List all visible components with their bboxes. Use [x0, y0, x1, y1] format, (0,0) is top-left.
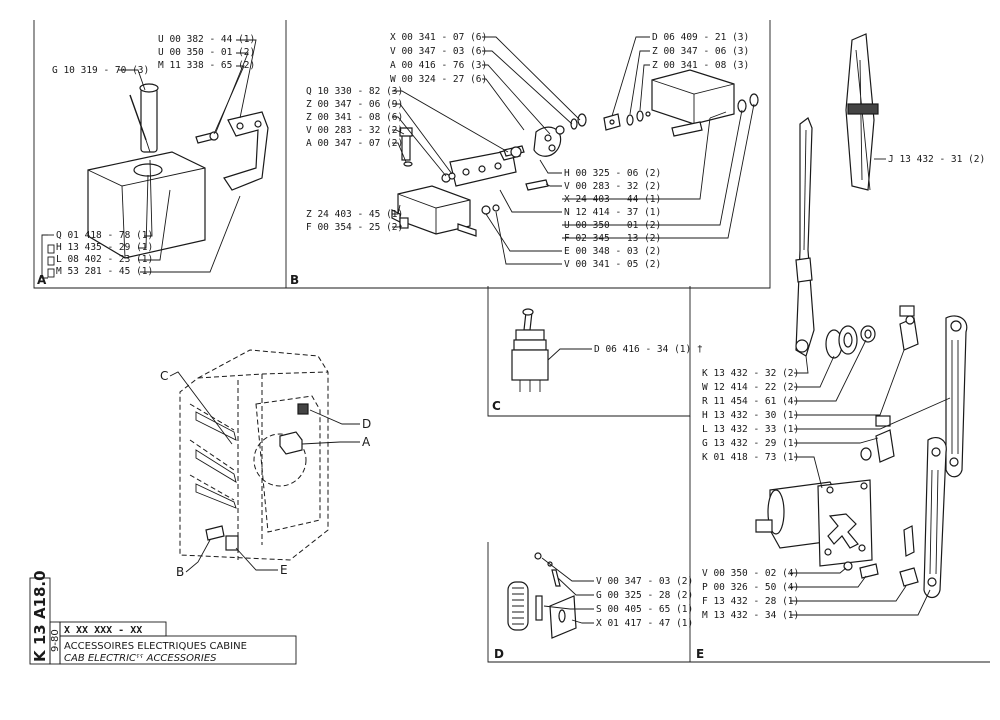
wiper-blade: [845, 33, 879, 191]
panel-frames: [33, 20, 990, 663]
label: Z 24 403 - 45 (1): [306, 209, 403, 220]
label: Z 00 341 - 08 (3): [652, 60, 749, 71]
callout-b: B: [176, 565, 184, 579]
panel-b: B: [290, 32, 759, 287]
label: V 00 347 - 03 (6): [390, 46, 487, 57]
mounting-bracket: [195, 111, 269, 191]
label: M 11 338 - 65 (2): [158, 60, 255, 71]
wiper-pivot: [860, 305, 968, 599]
label: V 00 283 - 32 (2): [306, 125, 403, 136]
label: A 00 347 - 07 (2): [306, 138, 403, 149]
label: V 00 350 - 02 (4): [702, 568, 799, 579]
label: U 00 350 - 01 (2): [564, 220, 661, 231]
panel-c-letter: C: [492, 399, 501, 413]
panel-b-letter: B: [290, 273, 299, 287]
drawing-date: 9-80: [50, 629, 61, 652]
switch-housing-right: [603, 69, 759, 137]
title-french: ACCESSOIRES ELECTRIQUES CABINE: [64, 641, 247, 652]
label: U 00 350 - 01 (2): [158, 47, 255, 58]
label: G 10 319 - 70 (3): [52, 65, 149, 76]
panel-d: D V 00 347 - 03 (2) G 00 325 - 28 (2) S …: [494, 552, 693, 661]
label: K 01 418 - 73 (1): [702, 452, 799, 463]
label: H 13 435 - 29 (1): [56, 242, 153, 253]
label: W 00 324 - 27 (6): [390, 74, 487, 85]
wiper-motor: [755, 479, 873, 567]
label: A 00 416 - 76 (3): [390, 60, 487, 71]
label: Z 00 347 - 06 (9): [306, 99, 403, 110]
motor-fasteners: [843, 525, 919, 587]
label: H 13 432 - 30 (1): [702, 410, 799, 421]
label: N 12 414 - 37 (1): [564, 207, 661, 218]
label: Q 01 418 - 78 (1): [56, 230, 153, 241]
label: V 00 347 - 03 (2): [596, 576, 693, 587]
reference-number: X XX XXX - XX: [64, 625, 142, 636]
drawing-code: K 13 A18.0: [31, 570, 49, 662]
label: L 08 402 - 23 (1): [56, 254, 153, 265]
callout-d: D: [362, 417, 371, 431]
label: U 00 382 - 44 (1): [158, 34, 255, 45]
label: D 06 416 - 34 (1) †: [594, 344, 703, 355]
switch-housing-left: [391, 127, 549, 237]
label: Z 00 347 - 06 (3): [652, 46, 749, 57]
title-english: CAB ELECTRICˁˁ ACCESSORIES: [64, 652, 217, 664]
label: E 00 348 - 03 (2): [564, 246, 661, 257]
label: M 13 432 - 34 (1): [702, 610, 799, 621]
label: F 13 432 - 28 (1): [702, 596, 799, 607]
callout-e: E: [280, 563, 288, 577]
label: F 02 345 - 13 (2): [564, 233, 661, 244]
switch-bracket: [507, 552, 577, 639]
cab-outline: [179, 349, 329, 561]
label: X 24 403 - 44 (1): [564, 194, 661, 205]
label: P 00 326 - 50 (4): [702, 582, 799, 593]
callout-c: C: [160, 369, 168, 383]
label: H 00 325 - 06 (2): [564, 168, 661, 179]
label: V 00 341 - 05 (2): [564, 259, 661, 270]
panel-a-letter: A: [37, 273, 47, 287]
panel-e: E: [696, 33, 985, 661]
panel-e-letter: E: [696, 647, 704, 661]
label: G 00 325 - 28 (2): [596, 590, 693, 601]
cab-callouts: C D A B E: [160, 369, 371, 579]
panel-a: A U 00 382 - 44 (1) U 00 350 - 01 (2) M …: [37, 34, 269, 287]
label: L 13 432 - 33 (1): [702, 424, 799, 435]
label: W 12 414 - 22 (2): [702, 382, 799, 393]
label: Q 10 330 - 82 (3): [306, 86, 403, 97]
label: X 01 417 - 47 (1): [596, 618, 693, 629]
label: F 00 354 - 25 (2): [306, 222, 403, 233]
label: S 00 405 - 65 (1): [596, 604, 693, 615]
toggle-switch-assembly: [503, 113, 587, 158]
arm-fasteners: [825, 325, 876, 359]
washer-reservoir: [87, 83, 206, 259]
wiper-arm: [795, 117, 815, 357]
label: J 13 432 - 31 (2): [888, 154, 985, 165]
label: K 13 432 - 32 (2): [702, 368, 799, 379]
panel-c: C D 06 416 - 34 (1) †: [492, 308, 703, 413]
title-block: K 13 A18.0 9-80 X XX XXX - XX ACCESSOIRE…: [29, 570, 297, 665]
panel-d-letter: D: [494, 647, 504, 661]
label: X 00 341 - 07 (6): [390, 32, 487, 43]
label: M 53 281 - 45 (1): [56, 266, 153, 277]
label: Z 00 341 - 08 (6): [306, 112, 403, 123]
callout-a: A: [362, 435, 371, 449]
label: D 06 409 - 21 (3): [652, 32, 749, 43]
toggle-switch: [511, 308, 549, 392]
label: R 11 454 - 61 (4): [702, 396, 799, 407]
label: G 13 432 - 29 (1): [702, 438, 799, 449]
label: V 00 283 - 32 (2): [564, 181, 661, 192]
